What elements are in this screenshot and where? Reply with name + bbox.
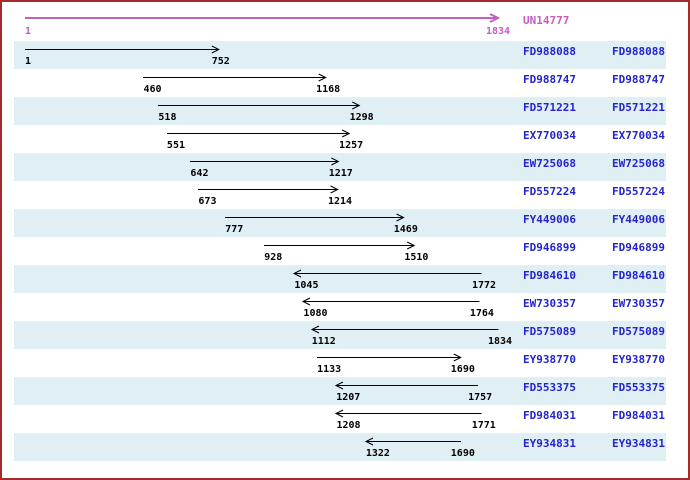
- reverse-strand-arrow-icon: [364, 437, 461, 446]
- accession-link[interactable]: FD575089: [523, 325, 576, 338]
- accession-link[interactable]: EW725068: [523, 157, 576, 170]
- forward-strand-arrow-icon: [225, 213, 405, 222]
- alignment-row: 928 1510 FD946899 FD946899: [14, 237, 666, 265]
- accession-link[interactable]: FD557224: [523, 185, 576, 198]
- accession-link[interactable]: EW730357: [523, 297, 576, 310]
- forward-strand-arrow-icon: [143, 73, 328, 82]
- read-end-coordinate: 1168: [316, 84, 341, 95]
- forward-strand-arrow-icon: [264, 241, 416, 250]
- read-end-coordinate: 1772: [471, 280, 497, 291]
- accession-link-secondary[interactable]: EX770034: [612, 129, 665, 142]
- reference-name-label: UN14777: [523, 14, 570, 27]
- accession-link-secondary[interactable]: FD571221: [612, 101, 665, 114]
- accession-link[interactable]: FY449006: [523, 213, 576, 226]
- read-end-coordinate: 1214: [327, 196, 353, 207]
- read-start-coordinate: 928: [264, 252, 283, 263]
- read-start-coordinate: 1: [25, 56, 32, 67]
- accession-link[interactable]: FD571221: [523, 101, 576, 114]
- forward-strand-arrow-icon: [166, 129, 351, 138]
- alignment-row: 460 1168 FD988747 FD988747: [14, 69, 666, 97]
- read-end-coordinate: 1771: [471, 420, 496, 431]
- forward-strand-arrow-icon: [317, 353, 462, 362]
- accession-link-secondary[interactable]: FD557224: [612, 185, 665, 198]
- accession-link-secondary[interactable]: FD988088: [612, 45, 665, 58]
- read-end-coordinate: 1764: [469, 308, 494, 319]
- alignment-row: 1 752 FD988088 FD988088: [14, 41, 666, 69]
- forward-strand-arrow-icon: [190, 157, 340, 166]
- accession-link[interactable]: FD984610: [523, 269, 576, 282]
- accession-link-secondary[interactable]: EY934831: [612, 437, 665, 450]
- read-end-coordinate: 1690: [450, 448, 475, 459]
- forward-strand-arrow-icon: [198, 185, 340, 194]
- accession-link[interactable]: FD984031: [523, 409, 576, 422]
- read-start-coordinate: 1133: [317, 364, 342, 375]
- read-start-coordinate: 673: [198, 196, 217, 207]
- accession-link[interactable]: FD553375: [523, 381, 576, 394]
- accession-link-secondary[interactable]: FD984610: [612, 269, 665, 282]
- read-start-coordinate: 1207: [336, 392, 361, 403]
- read-start-coordinate: 1045: [294, 280, 319, 291]
- read-end-coordinate: 1217: [328, 168, 353, 179]
- alignment-row: 1207 1757 FD553375 FD553375: [14, 377, 666, 405]
- accession-link-secondary[interactable]: FY449006: [612, 213, 665, 226]
- forward-strand-arrow-icon: [25, 45, 220, 54]
- read-end-coordinate: 1690: [450, 364, 475, 375]
- read-start-coordinate: 1208: [336, 420, 361, 431]
- read-start-coordinate: 551: [166, 140, 185, 151]
- accession-link-secondary[interactable]: FD575089: [612, 325, 665, 338]
- accession-link[interactable]: EX770034: [523, 129, 576, 142]
- forward-strand-arrow-icon: [158, 101, 361, 110]
- alignment-row: 1208 1771 FD984031 FD984031: [14, 405, 666, 433]
- alignment-row: 518 1298 FD571221 FD571221: [14, 97, 666, 125]
- reference-start-label: 1: [25, 26, 32, 37]
- accession-link-secondary[interactable]: EW730357: [612, 297, 665, 310]
- alignment-row: 1080 1764 EW730357 EW730357: [14, 293, 666, 321]
- alignment-row: 777 1469 FY449006 FY449006: [14, 209, 666, 237]
- accession-link-secondary[interactable]: FD946899: [612, 241, 665, 254]
- alignment-row: 1045 1772 FD984610 FD984610: [14, 265, 666, 293]
- accession-link[interactable]: FD988088: [523, 45, 576, 58]
- reference-end-label: 1834: [485, 26, 511, 37]
- read-end-coordinate: 752: [211, 56, 230, 67]
- read-end-coordinate: 1757: [468, 392, 493, 403]
- accession-link-secondary[interactable]: EY938770: [612, 353, 665, 366]
- read-end-coordinate: 1298: [349, 112, 374, 123]
- alignment-row: 673 1214 FD557224 FD557224: [14, 181, 666, 209]
- accession-link[interactable]: FD946899: [523, 241, 576, 254]
- read-end-coordinate: 1510: [404, 252, 429, 263]
- reverse-strand-arrow-icon: [293, 269, 482, 278]
- accession-link-secondary[interactable]: FD984031: [612, 409, 665, 422]
- read-end-coordinate: 1469: [393, 224, 418, 235]
- accession-link-secondary[interactable]: EW725068: [612, 157, 665, 170]
- accession-link-secondary[interactable]: FD553375: [612, 381, 665, 394]
- read-start-coordinate: 1080: [303, 308, 328, 319]
- reverse-strand-arrow-icon: [335, 381, 479, 390]
- alignment-row: 1133 1690 EY938770 EY938770: [14, 349, 666, 377]
- read-end-coordinate: 1834: [487, 336, 513, 347]
- alignment-row: 1322 1690 EY934831 EY934831: [14, 433, 666, 461]
- read-start-coordinate: 642: [190, 168, 209, 179]
- read-start-coordinate: 777: [225, 224, 244, 235]
- read-start-coordinate: 518: [158, 112, 177, 123]
- reference-arrow-icon: [25, 13, 501, 23]
- reverse-strand-arrow-icon: [335, 409, 482, 418]
- alignment-row: 551 1257 EX770034 EX770034: [14, 125, 666, 153]
- read-start-coordinate: 1112: [311, 336, 336, 347]
- alignment-row: 642 1217 EW725068 EW725068: [14, 153, 666, 181]
- read-start-coordinate: 1322: [365, 448, 390, 459]
- accession-link-secondary[interactable]: FD988747: [612, 73, 665, 86]
- reverse-strand-arrow-icon: [302, 297, 480, 306]
- read-end-coordinate: 1257: [339, 140, 364, 151]
- accession-link[interactable]: EY934831: [523, 437, 576, 450]
- accession-link[interactable]: EY938770: [523, 353, 576, 366]
- accession-link[interactable]: FD988747: [523, 73, 576, 86]
- reverse-strand-arrow-icon: [310, 325, 498, 334]
- read-start-coordinate: 460: [143, 84, 162, 95]
- alignment-row: 1112 1834 FD575089 FD575089: [14, 321, 666, 349]
